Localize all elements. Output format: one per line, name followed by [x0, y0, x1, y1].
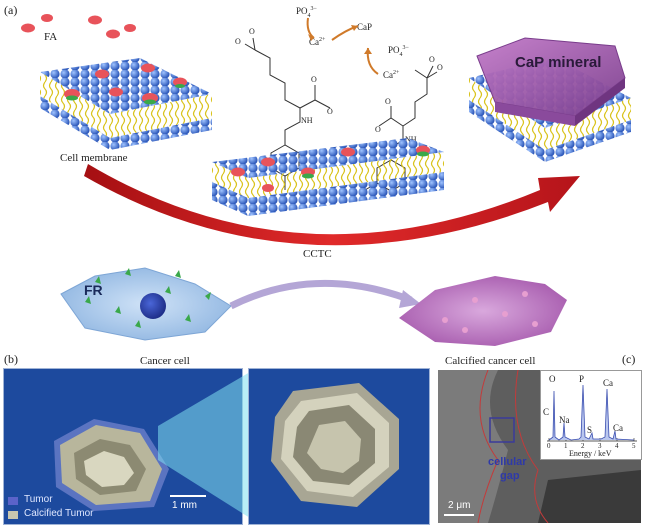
c-scale-bar-line: [444, 514, 474, 516]
cell-membrane-label: Cell membrane: [60, 152, 128, 164]
calcified-cell-illustration: [399, 276, 567, 346]
eds-tick-0: 0: [547, 442, 551, 450]
calcified-cell-label: Calcified cancer cell: [445, 355, 536, 367]
calcified-tumor-zoom-render: [271, 383, 399, 507]
svg-text:O: O: [437, 63, 443, 72]
phosphate-right-label: PO43−: [388, 45, 409, 58]
eds-tick-1: 1: [564, 442, 568, 450]
cellular-gap-label-1: cellular: [488, 456, 527, 468]
eds-tick-5: 5: [632, 442, 636, 450]
cancer-cell-label: Cancer cell: [140, 355, 190, 367]
cancer-cell-illustration: [60, 267, 232, 341]
cctc-label: CCTC: [303, 248, 332, 260]
transformation-arrow: [84, 164, 580, 246]
panel-c-label: (c): [622, 352, 636, 366]
svg-text:O: O: [311, 75, 317, 84]
eds-peak-p: P: [579, 374, 585, 384]
reaction-arrows: [306, 17, 379, 75]
zoom-connector: [158, 372, 250, 518]
eds-peak-c: C: [543, 407, 550, 417]
cellular-gap-label-2: gap: [500, 470, 520, 482]
eds-x-axis-label: Energy / keV: [569, 449, 612, 458]
eds-tick-3: 3: [598, 442, 602, 450]
eds-peak-ca: Ca: [603, 378, 613, 388]
legend-calcified-label: Calcified Tumor: [24, 508, 94, 519]
c-scale-bar-label: 2 μm: [448, 500, 471, 511]
eds-peak-na: Na: [559, 415, 570, 425]
panel-b-label: (b): [4, 352, 18, 366]
phosphate-top-label: PO43−: [296, 6, 317, 19]
calcified-legend-swatch: [8, 511, 18, 519]
cap-label: CaP: [357, 22, 373, 32]
center-membrane-slab: [212, 138, 444, 216]
svg-text:O: O: [249, 27, 255, 36]
floating-fa-molecules: [21, 14, 136, 39]
b-scale-bar-label: 1 mm: [172, 500, 197, 511]
calcification-arrow: [229, 279, 421, 310]
tumor-legend-swatch: [8, 497, 18, 505]
micro-ct-zoom-view: [248, 368, 430, 525]
legend-tumor-label: Tumor: [24, 494, 53, 505]
svg-text:O: O: [327, 107, 333, 116]
panel-a-label: (a): [4, 3, 18, 17]
calcium-top-label: Ca2+: [309, 37, 326, 47]
eds-peak-s: S: [587, 425, 593, 435]
tumor-3d-render: [54, 419, 169, 511]
fa-label: FA: [44, 31, 58, 43]
eds-spectrum-plot: [547, 384, 637, 442]
eds-tick-2: 2: [581, 442, 585, 450]
eds-peak-ca-2: Ca: [613, 423, 623, 433]
svg-text:O: O: [385, 97, 391, 106]
left-membrane-slab: [40, 58, 212, 150]
eds-tick-4: 4: [615, 442, 619, 450]
right-mineralized-slab: [469, 37, 631, 162]
b-scale-bar-line: [170, 495, 206, 497]
nh-left-label: NH: [301, 116, 313, 125]
cap-mineral-label: CaP mineral: [515, 54, 602, 71]
eds-peak-o: O: [549, 374, 556, 384]
svg-text:O: O: [235, 37, 241, 46]
svg-text:O: O: [429, 55, 435, 64]
fr-label: FR: [84, 282, 103, 298]
calcium-right-label: Ca2+: [383, 70, 400, 80]
svg-text:O: O: [375, 125, 381, 134]
eds-spectrum-inset: O C Na P S Ca Ca 0 1 2 3 4 5 Energy / ke…: [540, 370, 642, 460]
